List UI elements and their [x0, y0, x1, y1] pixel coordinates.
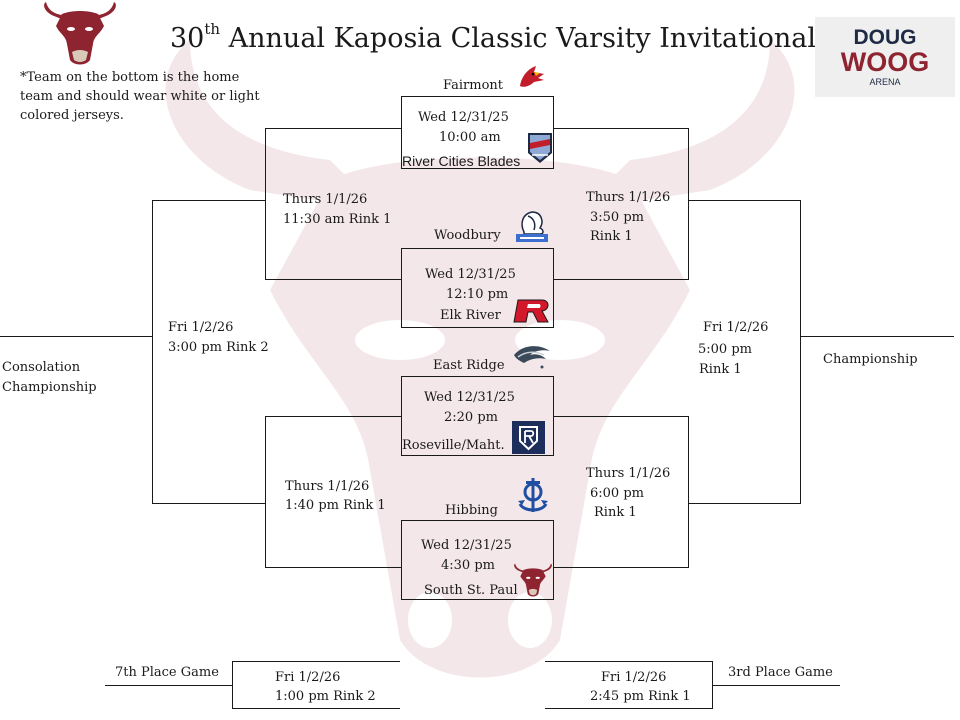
qf1-top-line [401, 96, 553, 97]
cf-top-line [152, 200, 265, 201]
third-top-line [545, 661, 713, 662]
ch-time: 5:00 pm [698, 342, 752, 357]
arena-logo-line1: DOUG [853, 26, 917, 49]
qf3-date: Wed 12/31/25 [424, 390, 515, 405]
qf1-time: 10:00 am [439, 130, 501, 145]
sf1-rink: Rink 1 [590, 229, 633, 244]
seventh-date: Fri 1/2/26 [275, 670, 341, 685]
third-date: Fri 1/2/26 [601, 670, 667, 685]
ch-winner-line [800, 336, 954, 337]
cs2-bottom-line [265, 567, 401, 568]
qf2-bottom-line [401, 327, 553, 328]
third-bottom-line [545, 708, 713, 709]
cs1-bottom-line [265, 279, 401, 280]
qf4-right-line [553, 520, 554, 600]
royals-lion-icon [516, 211, 548, 242]
qf4-time: 4:30 pm [441, 558, 495, 573]
qf3-top-line [401, 376, 553, 377]
cs2-time: 1:40 pm Rink 1 [285, 498, 386, 513]
cs1-vertical-line [265, 128, 266, 280]
cf-bottom-line [152, 503, 265, 504]
seventh-time: 1:00 pm Rink 2 [275, 689, 376, 704]
seventh-top-line [232, 661, 400, 662]
ch-date: Fri 1/2/26 [703, 320, 769, 335]
sf2-top-line [553, 416, 689, 417]
doug-woog-arena-logo: DOUG WOOG ARENA [815, 17, 955, 97]
third-time: 2:45 pm Rink 1 [590, 689, 691, 704]
sf1-bottom-line [553, 279, 689, 280]
championship-label: Championship [823, 352, 918, 367]
cs1-time: 11:30 am Rink 1 [283, 212, 392, 227]
sf1-vertical-line [688, 128, 689, 280]
sf2-time: 6:00 pm [590, 486, 644, 501]
team-hibbing: Hibbing [445, 503, 498, 518]
qf2-date: Wed 12/31/25 [425, 267, 516, 282]
ch-top-line [688, 200, 800, 201]
sf1-top-line [553, 128, 689, 129]
qf3-time: 2:20 pm [444, 410, 498, 425]
cs2-top-line [265, 416, 401, 417]
cs1-date: Thurs 1/1/26 [283, 192, 368, 207]
cardinal-icon [520, 66, 544, 87]
home-team-note: *Team on the bottom is the home team and… [20, 70, 260, 123]
qf1-date: Wed 12/31/25 [418, 110, 509, 125]
qf3-bottom-line [401, 455, 553, 456]
qf3-left-line [401, 376, 402, 456]
arena-logo-line2: WOOG [840, 47, 930, 77]
bull-head-icon [44, 2, 116, 65]
cs2-vertical-line [265, 416, 266, 568]
blades-icon [528, 133, 552, 163]
sf1-date: Thurs 1/1/26 [586, 190, 671, 205]
seventh-vertical-line [232, 661, 233, 709]
qf1-bottom-line [401, 168, 553, 169]
seventh-bottom-line [232, 708, 400, 709]
cf-time: 3:00 pm Rink 2 [168, 340, 269, 355]
team-river-cities-blades: River Cities Blades [402, 153, 521, 169]
bull-head-icon [514, 563, 552, 597]
team-elk-river: Elk River [440, 308, 501, 323]
cs1-top-line [265, 128, 401, 129]
qf1-left-line [401, 96, 402, 169]
third-lead-line [712, 685, 840, 686]
qf4-bottom-line [401, 599, 553, 600]
consolation-label-2: Championship [2, 380, 97, 395]
qf2-right-line [553, 248, 554, 328]
sf1-time: 3:50 pm [590, 210, 644, 225]
ch-rink: Rink 1 [699, 362, 742, 377]
sf2-vertical-line [688, 416, 689, 568]
elk-river-r-icon [513, 299, 549, 323]
qf4-date: Wed 12/31/25 [421, 538, 512, 553]
team-fairmont: Fairmont [443, 78, 504, 93]
anchor-icon [518, 478, 548, 512]
roseville-r-icon [512, 421, 545, 454]
seventh-lead-line [105, 685, 232, 686]
cf-winner-line [0, 336, 152, 337]
third-place-label: 3rd Place Game [728, 665, 833, 680]
cf-date: Fri 1/2/26 [168, 320, 234, 335]
seventh-place-label: 7th Place Game [115, 665, 219, 680]
raptor-icon [514, 346, 550, 369]
sf2-bottom-line [553, 567, 689, 568]
qf1-right-line [553, 96, 554, 169]
sf2-rink: Rink 1 [594, 505, 637, 520]
cf-vertical-line [152, 200, 153, 504]
qf4-top-line [401, 520, 553, 521]
team-roseville-maht: Roseville/Maht. [402, 438, 505, 453]
arena-logo-line3: ARENA [869, 77, 901, 87]
ch-bottom-line [688, 503, 800, 504]
qf4-left-line [401, 520, 402, 600]
qf2-top-line [401, 248, 553, 249]
ch-vertical-line [800, 200, 801, 504]
cs2-date: Thurs 1/1/26 [285, 479, 370, 494]
team-woodbury: Woodbury [434, 228, 501, 243]
team-east-ridge: East Ridge [433, 358, 505, 373]
team-south-st-paul: South St. Paul [424, 583, 518, 598]
qf2-time: 12:10 pm [446, 287, 509, 302]
sf2-date: Thurs 1/1/26 [586, 466, 671, 481]
consolation-label-1: Consolation [2, 360, 81, 375]
page-title: 30th Annual Kaposia Classic Varsity Invi… [170, 20, 817, 55]
qf2-left-line [401, 248, 402, 328]
